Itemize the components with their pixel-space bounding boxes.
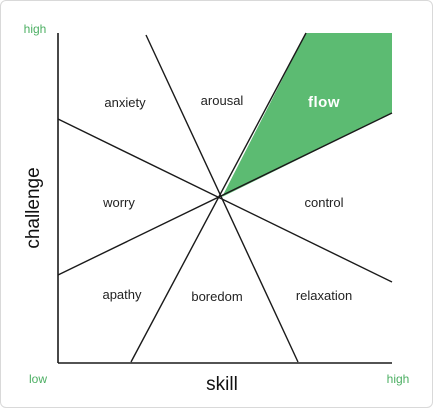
boundary-line-worry-anxiety <box>57 118 393 283</box>
flow-region <box>222 33 392 197</box>
region-label-anxiety: anxiety <box>104 95 146 110</box>
y-axis-title: challenge <box>23 167 44 248</box>
region-label-boredom: boredom <box>191 289 242 304</box>
region-label-relaxation: relaxation <box>296 288 352 303</box>
region-label-flow: flow <box>308 94 340 111</box>
y-axis-high-label: high <box>24 22 47 36</box>
x-axis-high-label: high <box>387 372 410 386</box>
region-label-worry: worry <box>102 195 135 210</box>
region-label-control: control <box>304 195 343 210</box>
boundary-line-flow-control <box>57 112 393 276</box>
x-axis-title: skill <box>206 374 238 395</box>
region-label-arousal: arousal <box>201 93 244 108</box>
x-axis-low-label: low <box>29 372 47 386</box>
region-label-apathy: apathy <box>102 287 142 302</box>
